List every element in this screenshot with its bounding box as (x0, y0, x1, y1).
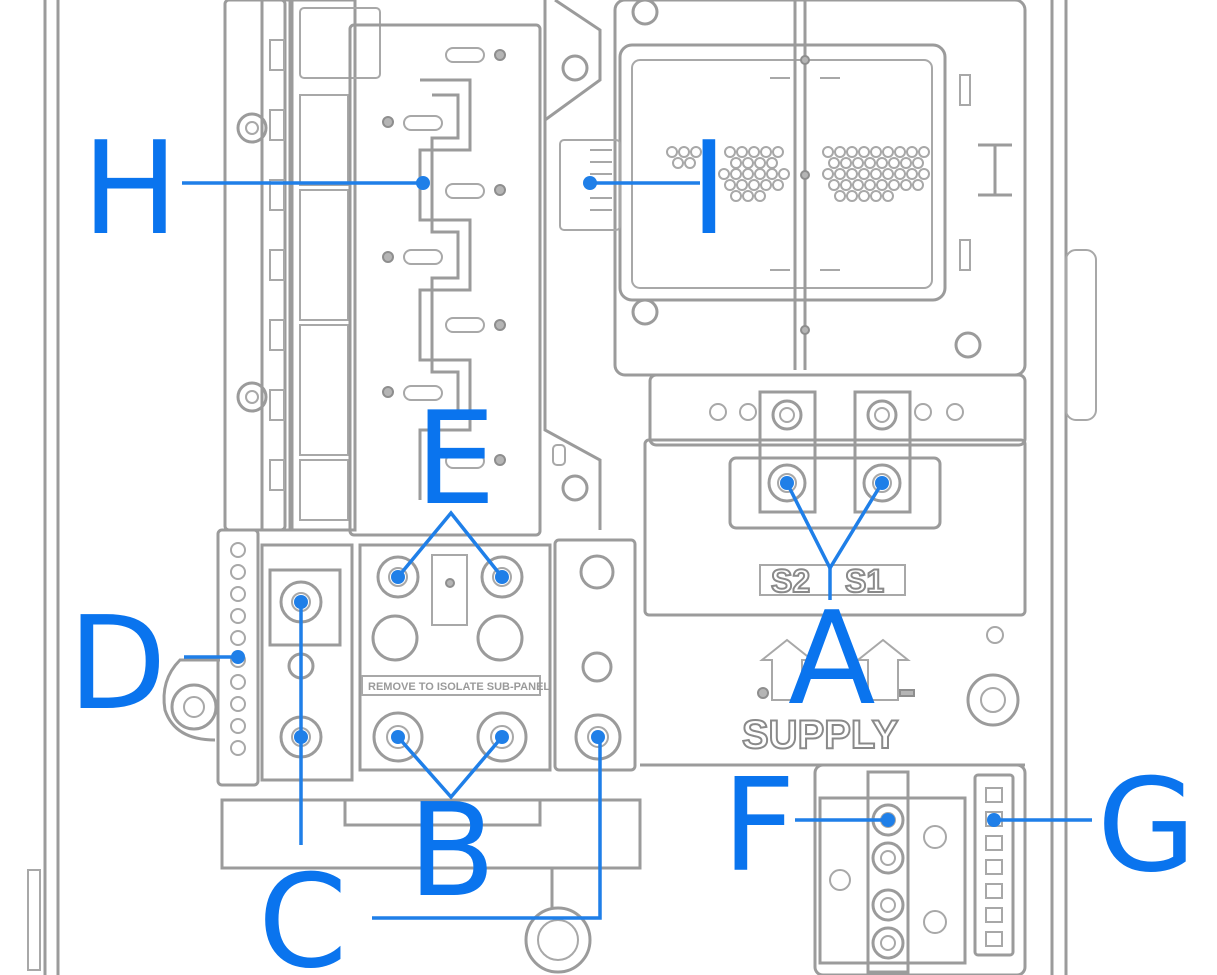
breaker-column (223, 0, 381, 532)
supply-label: SUPPLY (742, 713, 899, 757)
point-i (583, 176, 597, 190)
s1-label: S1 (845, 563, 884, 599)
point-b-right (495, 730, 509, 744)
callout-labels: H I E D A F G B C (68, 115, 1196, 975)
point-g (987, 813, 1001, 827)
point-c-bottom (294, 730, 308, 744)
point-a-s1 (875, 476, 889, 490)
label-e: E (415, 385, 496, 534)
leader-b (396, 735, 504, 800)
label-d: D (68, 590, 167, 739)
meter-socket (559, 0, 1027, 377)
label-b: B (408, 777, 496, 926)
s2-label: S2 (771, 563, 810, 599)
point-c-right (591, 730, 605, 744)
enclosure (27, 0, 1097, 975)
divider-strip (543, 0, 602, 530)
lower-terminals: REMOVE TO ISOLATE SUB-PANEL (162, 528, 642, 974)
point-h (416, 176, 430, 190)
point-e-left (391, 570, 405, 584)
vent-mesh (666, 146, 930, 202)
point-d (231, 650, 245, 664)
point-e-right (495, 570, 509, 584)
point-a-s2 (780, 476, 794, 490)
isolate-note: REMOVE TO ISOLATE SUB-PANEL (368, 681, 550, 693)
label-h: H (82, 115, 178, 264)
point-c-top (294, 595, 308, 609)
point-b-left (391, 730, 405, 744)
label-c: C (258, 848, 347, 975)
label-f: F (722, 752, 796, 901)
point-f (881, 813, 895, 827)
neutral-ground-bars (813, 763, 1027, 975)
leader-c-right (372, 737, 602, 920)
callout-leaders (182, 176, 1092, 920)
bus-bar (348, 23, 542, 537)
supply-terminals: S2 S1 SUPPLY (640, 373, 1027, 767)
label-g: G (1097, 752, 1196, 901)
label-a: A (788, 585, 876, 734)
leader-e (396, 510, 504, 579)
label-i: I (690, 115, 728, 264)
